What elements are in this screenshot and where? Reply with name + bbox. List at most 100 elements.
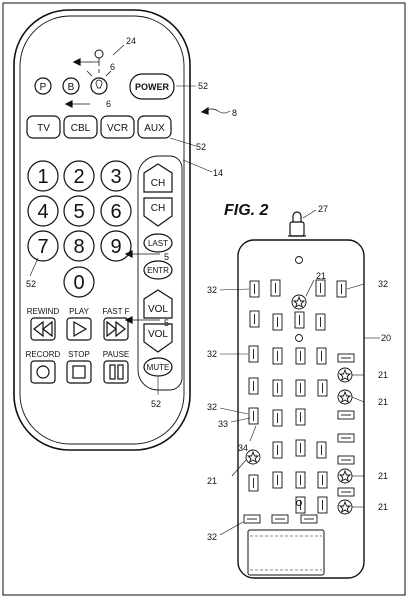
svg-text:3: 3 bbox=[110, 166, 121, 188]
lightbulb-icon bbox=[86, 49, 112, 77]
volume-up-button[interactable]: VOL bbox=[143, 289, 173, 319]
battery-compartment bbox=[247, 529, 325, 576]
digit-button-4[interactable]: 4 bbox=[27, 195, 59, 227]
record-button[interactable] bbox=[30, 360, 56, 384]
ref-switch-4: 32 bbox=[207, 402, 217, 412]
ref-switch-2: 32 bbox=[378, 279, 388, 289]
ref-remote: 8 bbox=[232, 108, 237, 118]
star-in-circle-icon bbox=[245, 449, 261, 465]
mute-button[interactable]: MUTE bbox=[143, 357, 173, 377]
fast-forward-button[interactable] bbox=[103, 317, 129, 341]
play-button[interactable] bbox=[66, 317, 92, 341]
rewind-caption: REWIND bbox=[27, 307, 60, 316]
section-arrow-a bbox=[124, 250, 133, 258]
mode-button-vcr[interactable]: VCR bbox=[100, 115, 135, 139]
leader-pad-b bbox=[249, 425, 257, 442]
stop-button[interactable] bbox=[66, 360, 92, 384]
indicator-button[interactable] bbox=[90, 77, 108, 95]
arrow-head-a bbox=[72, 58, 81, 66]
rewind-button[interactable] bbox=[30, 317, 56, 341]
pause-button[interactable] bbox=[103, 360, 129, 384]
power-button[interactable]: POWER bbox=[129, 73, 175, 100]
svg-text:AUX: AUX bbox=[144, 123, 165, 134]
ref-switch-1: 32 bbox=[207, 285, 217, 295]
ref-led-4: 21 bbox=[207, 476, 217, 486]
remote-inner-body bbox=[19, 15, 185, 445]
svg-text:5: 5 bbox=[73, 201, 84, 223]
star-in-circle-icon bbox=[291, 294, 307, 310]
b-button[interactable]: B bbox=[62, 77, 80, 95]
digit-button-1[interactable]: 1 bbox=[27, 160, 59, 192]
digit-button-2[interactable]: 2 bbox=[63, 160, 95, 192]
ref-switch-3: 32 bbox=[207, 349, 217, 359]
leader-mode-row bbox=[169, 137, 197, 147]
star-in-circle-icon bbox=[337, 468, 353, 484]
fast-forward-caption: FAST F bbox=[103, 307, 130, 316]
svg-text:ENTR: ENTR bbox=[147, 266, 169, 275]
volume-down-button[interactable]: VOL bbox=[143, 323, 173, 353]
ref-arrow-a: 6 bbox=[110, 62, 115, 72]
ref-led-3: 21 bbox=[378, 397, 388, 407]
svg-text:LAST: LAST bbox=[148, 239, 168, 248]
svg-text:2: 2 bbox=[73, 166, 84, 188]
leader-digit-7 bbox=[29, 257, 39, 277]
right-triangle-icon bbox=[73, 320, 88, 338]
svg-text:CBL: CBL bbox=[71, 123, 91, 134]
mode-button-tv[interactable]: TV bbox=[26, 115, 61, 139]
ref-pad-b: 34 bbox=[238, 443, 248, 453]
digit-button-7[interactable]: 7 bbox=[27, 230, 59, 262]
svg-text:CH: CH bbox=[151, 178, 165, 189]
remote-outer-body bbox=[13, 9, 191, 451]
svg-text:8: 8 bbox=[73, 236, 84, 258]
p-button[interactable]: P bbox=[34, 77, 52, 95]
switch-contacts-horizontal bbox=[243, 353, 355, 524]
play-caption: PLAY bbox=[69, 307, 90, 316]
svg-text:P: P bbox=[40, 82, 47, 93]
star-in-circle-icon bbox=[337, 499, 353, 515]
bulb-glyph-icon bbox=[95, 79, 103, 89]
record-caption: RECORD bbox=[26, 350, 61, 359]
svg-text:VOL: VOL bbox=[148, 304, 168, 315]
ref-led-6: 21 bbox=[378, 502, 388, 512]
digit-button-3[interactable]: 3 bbox=[100, 160, 132, 192]
switch-leaders bbox=[219, 283, 365, 536]
stop-caption: STOP bbox=[68, 350, 90, 359]
channel-up-button[interactable]: CH bbox=[143, 163, 173, 193]
switch-contacts bbox=[248, 279, 347, 514]
square-icon bbox=[72, 365, 86, 379]
mode-button-cbl[interactable]: CBL bbox=[63, 115, 98, 139]
ref-emitter: 27 bbox=[318, 204, 328, 214]
svg-text:TV: TV bbox=[37, 123, 50, 134]
led-markers bbox=[245, 294, 353, 515]
section-arrow-b bbox=[124, 316, 133, 324]
star-in-circle-icon bbox=[337, 367, 353, 383]
arrow-head-remote bbox=[200, 106, 209, 115]
figure-title: FIG. 2 bbox=[224, 202, 269, 219]
digit-button-6[interactable]: 6 bbox=[100, 195, 132, 227]
ref-led-5: 21 bbox=[378, 471, 388, 481]
leader-panel bbox=[182, 159, 213, 173]
svg-text:MUTE: MUTE bbox=[147, 363, 170, 372]
channel-down-button[interactable]: CH bbox=[143, 197, 173, 227]
digit-button-8[interactable]: 8 bbox=[63, 230, 95, 262]
ref-led-2: 21 bbox=[378, 370, 388, 380]
svg-text:VOL: VOL bbox=[148, 329, 168, 340]
svg-text:7: 7 bbox=[37, 236, 48, 258]
ref-panel: 14 bbox=[213, 168, 223, 178]
leader-indicator bbox=[112, 44, 125, 56]
svg-text:1: 1 bbox=[37, 166, 48, 188]
remote-control bbox=[13, 9, 191, 451]
ref-board: 20 bbox=[381, 333, 391, 343]
digit-button-5[interactable]: 5 bbox=[63, 195, 95, 227]
pause-caption: PAUSE bbox=[103, 350, 130, 359]
svg-text:POWER: POWER bbox=[135, 82, 170, 92]
last-button[interactable]: LAST bbox=[143, 233, 173, 253]
enter-button[interactable]: ENTR bbox=[143, 260, 173, 280]
leader-emitter bbox=[302, 209, 317, 219]
double-bar-icon bbox=[109, 364, 116, 380]
svg-text:9: 9 bbox=[110, 236, 121, 258]
mode-button-aux[interactable]: AUX bbox=[137, 115, 172, 139]
led-leaders bbox=[231, 279, 365, 508]
digit-button-9[interactable]: 9 bbox=[100, 230, 132, 262]
digit-button-0[interactable]: 0 bbox=[63, 266, 95, 298]
